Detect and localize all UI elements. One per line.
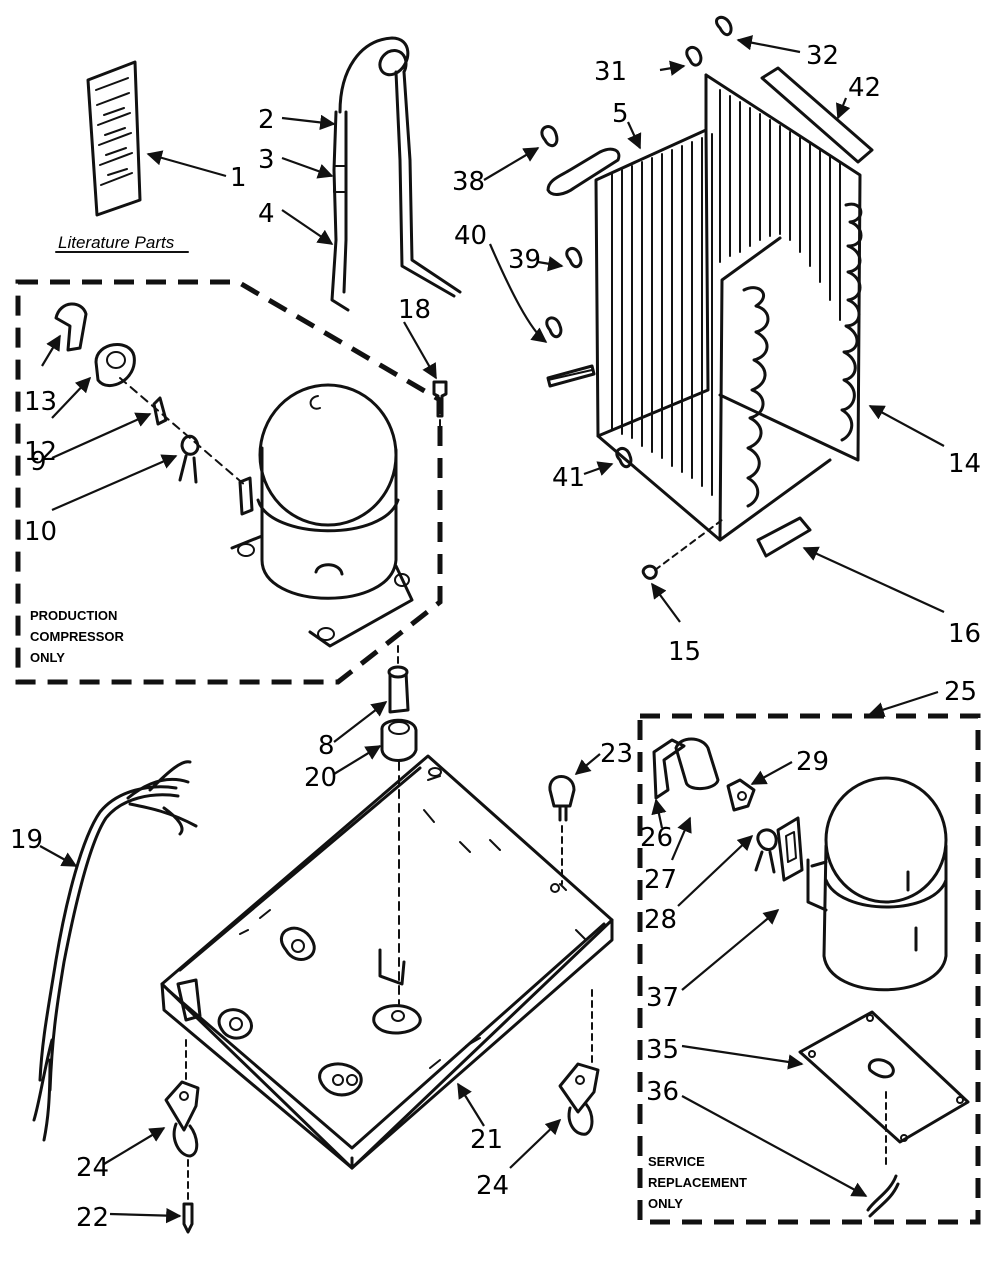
power-cord	[32, 760, 198, 1142]
callout-1: 1	[230, 163, 247, 193]
grommet-8-top	[387, 665, 409, 679]
callout-21: 21	[470, 1125, 503, 1155]
tube-sleeve	[333, 165, 347, 193]
service-label-2: REPLACEMENT	[648, 1175, 747, 1190]
plate-slot	[867, 1058, 895, 1079]
clip-41	[615, 447, 633, 469]
clip-40	[545, 316, 563, 339]
caster-right	[558, 1062, 600, 1136]
leader-lines	[39, 35, 945, 1224]
callout-27: 27	[644, 865, 677, 895]
callout-3: 3	[258, 145, 275, 175]
plate-hole-4	[900, 1134, 908, 1142]
callout-20: 20	[304, 763, 337, 793]
tubing-assembly	[330, 36, 462, 312]
mount-20-top	[388, 721, 410, 735]
base-pan	[160, 754, 614, 1170]
callout-5: 5	[612, 99, 629, 129]
callout-39: 39	[508, 245, 541, 275]
callout-19: 19	[10, 825, 43, 855]
clip-39	[565, 247, 583, 269]
overload-29-hole	[737, 791, 747, 801]
bolt-18	[432, 380, 448, 418]
plate-hole-2	[866, 1014, 874, 1022]
callout-9: 9	[30, 447, 47, 477]
clip-31	[685, 45, 703, 67]
clip-9	[152, 396, 168, 426]
plate-hole-1	[808, 1050, 816, 1058]
callout-8: 8	[318, 731, 335, 761]
caster-left	[164, 1080, 200, 1158]
service-replacement-box	[637, 713, 981, 1225]
callout-32: 32	[806, 41, 839, 71]
callout-15: 15	[668, 637, 701, 667]
production-label-3: ONLY	[30, 650, 65, 665]
callout-12: 12	[24, 437, 57, 467]
callout-14: 14	[948, 449, 981, 479]
callout-16: 16	[948, 619, 981, 649]
bracket-37-slot	[785, 831, 797, 863]
callout-36: 36	[646, 1077, 679, 1107]
callout-23: 23	[600, 739, 633, 769]
callout-29: 29	[796, 747, 829, 777]
callout-24-left: 24	[76, 1153, 109, 1183]
callout-10: 10	[24, 517, 57, 547]
cover-26	[652, 738, 686, 800]
clip-36	[866, 1174, 900, 1218]
service-label-1: SERVICE	[648, 1154, 705, 1169]
mount-20	[380, 718, 418, 762]
production-compressor	[230, 383, 414, 648]
callout-41: 41	[552, 463, 585, 493]
bracket-37	[776, 816, 804, 882]
mounting-plate-35	[798, 1010, 970, 1144]
cover-27	[674, 737, 720, 790]
overload-12-center	[106, 351, 126, 369]
screw-23	[548, 775, 576, 822]
callout-37: 37	[646, 983, 679, 1013]
clip-32	[715, 15, 733, 37]
callout-13: 13	[24, 387, 57, 417]
callout-24-right: 24	[476, 1171, 509, 1201]
callout-numbers: 1 2 3 4 5 8 9 10 12 13 14 15 16 18 19 20…	[10, 41, 981, 1233]
callout-31: 31	[594, 57, 627, 87]
callout-2: 2	[258, 105, 275, 135]
callout-38: 38	[452, 167, 485, 197]
callout-18: 18	[398, 295, 431, 325]
callout-28: 28	[644, 905, 677, 935]
callout-22: 22	[76, 1203, 109, 1233]
overload-12	[94, 343, 136, 387]
callout-4: 4	[258, 199, 275, 229]
bolt-22	[182, 1202, 194, 1234]
callout-40: 40	[454, 221, 487, 251]
plate-hole-3	[956, 1096, 964, 1104]
literature-booklet	[86, 60, 142, 217]
production-label-1: PRODUCTION	[30, 608, 117, 623]
service-compressor	[806, 776, 948, 992]
condenser-coil	[546, 73, 863, 542]
bottom-strip	[756, 516, 812, 558]
callout-26: 26	[640, 823, 673, 853]
relay-28	[754, 828, 778, 874]
callout-25: 25	[944, 677, 977, 707]
service-label-3: ONLY	[648, 1196, 683, 1211]
top-strip	[760, 66, 874, 164]
cover-13	[54, 302, 88, 352]
screw-15	[641, 564, 658, 580]
callout-35: 35	[646, 1035, 679, 1065]
dashed-12	[119, 377, 247, 487]
callout-42: 42	[848, 73, 881, 103]
dashed-15	[654, 519, 723, 571]
literature-parts-label: Literature Parts	[58, 233, 175, 252]
overload-29	[726, 778, 756, 812]
production-compressor-box	[15, 279, 443, 685]
production-label-2: COMPRESSOR	[30, 629, 125, 644]
clip-38	[540, 125, 559, 148]
